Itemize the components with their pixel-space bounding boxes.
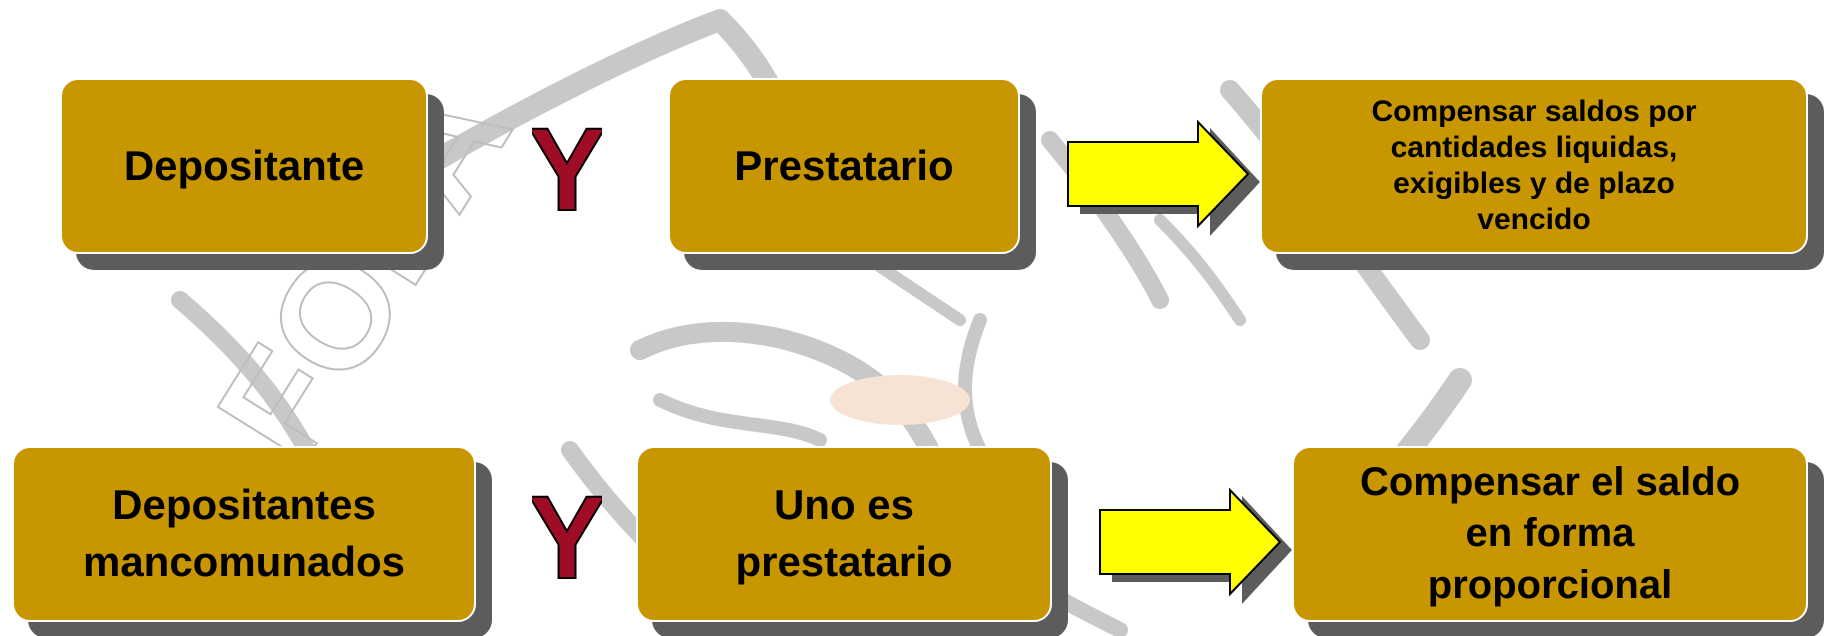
connector-y-2-label: Y xyxy=(532,488,602,588)
depositantes-mancomunados-box: Depositantes mancomunados xyxy=(12,446,476,622)
compensar-saldos-box: Compensar saldos por cantidades liquidas… xyxy=(1260,78,1808,254)
connector-y-1: Y xyxy=(532,120,602,220)
uno-es-prestatario-box: Uno es prestatario xyxy=(636,446,1052,622)
compensar-saldos-label: Compensar saldos por cantidades liquidas… xyxy=(1371,95,1697,236)
right-arrow-icon xyxy=(1067,120,1260,236)
prestatario-label: Prestatario xyxy=(734,142,954,189)
uno-es-prestatario-label: Uno es prestatario xyxy=(735,481,953,585)
compensar-saldo-label: Compensar el saldo en forma proporcional xyxy=(1359,460,1741,607)
connector-y-2: Y xyxy=(532,488,602,588)
watermark-accent xyxy=(830,375,970,425)
connector-y-1-label: Y xyxy=(532,120,602,220)
right-arrow-icon-2 xyxy=(1099,488,1292,604)
compensar-saldo-box: Compensar el saldo en forma proporcional xyxy=(1292,446,1808,622)
depositante-box: Depositante xyxy=(60,78,428,254)
depositante-label: Depositante xyxy=(123,142,365,189)
depositantes-mancomunados-label: Depositantes mancomunados xyxy=(82,481,406,585)
prestatario-box: Prestatario xyxy=(668,78,1020,254)
